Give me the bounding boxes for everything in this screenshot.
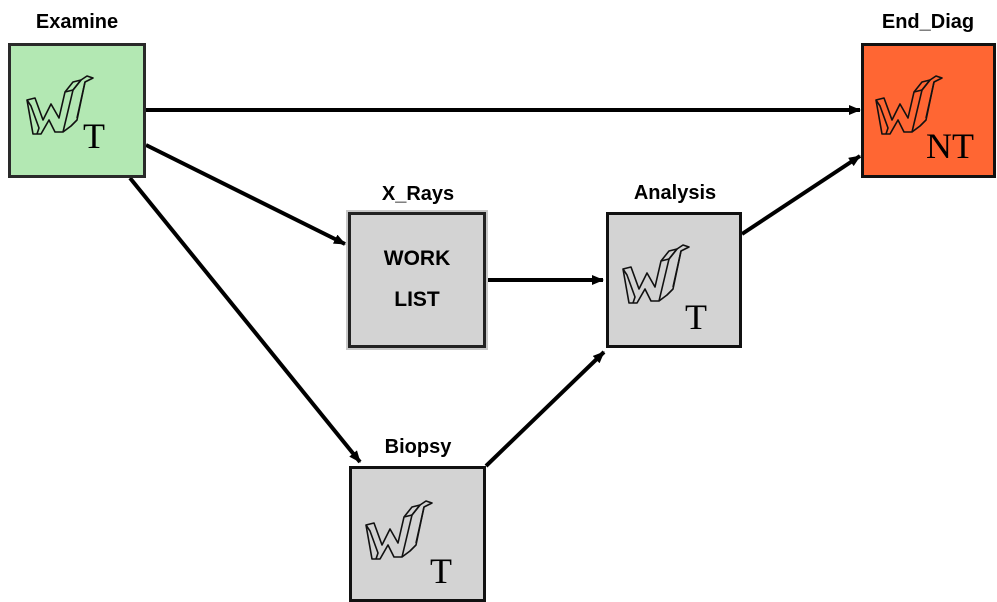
edge-examine-biopsy[interactable] [128, 176, 362, 464]
analysis-type-label: T [685, 297, 707, 337]
examine-node[interactable]: T [8, 43, 146, 178]
workflow-w-icon [622, 244, 690, 304]
biopsy-label: Biopsy [384, 436, 452, 458]
examine-type-label: T [83, 116, 105, 156]
analysis-label: Analysis [633, 182, 717, 204]
biopsy-type-label: T [430, 551, 452, 591]
x-rays-worklist-line1: WORK [383, 247, 451, 270]
workflow-w-icon [875, 75, 943, 135]
biopsy-node[interactable]: T [349, 466, 486, 602]
x-rays-node[interactable]: WORK LIST [348, 212, 486, 348]
edge-biopsy-analysis[interactable] [484, 350, 606, 468]
end-diag-label: End_Diag [881, 11, 975, 33]
workflow-w-icon [365, 500, 433, 560]
x-rays-label: X_Rays [381, 183, 455, 205]
examine-label: Examine [35, 11, 119, 33]
end-diag-node[interactable]: NT [861, 43, 996, 178]
end-diag-type-label: NT [926, 126, 974, 166]
analysis-node[interactable]: T [606, 212, 742, 348]
workflow-w-icon [26, 75, 94, 135]
edge-examine-x-rays[interactable] [145, 143, 346, 246]
x-rays-worklist-line2: LIST [394, 288, 440, 311]
edge-analysis-end-diag[interactable] [740, 154, 862, 236]
